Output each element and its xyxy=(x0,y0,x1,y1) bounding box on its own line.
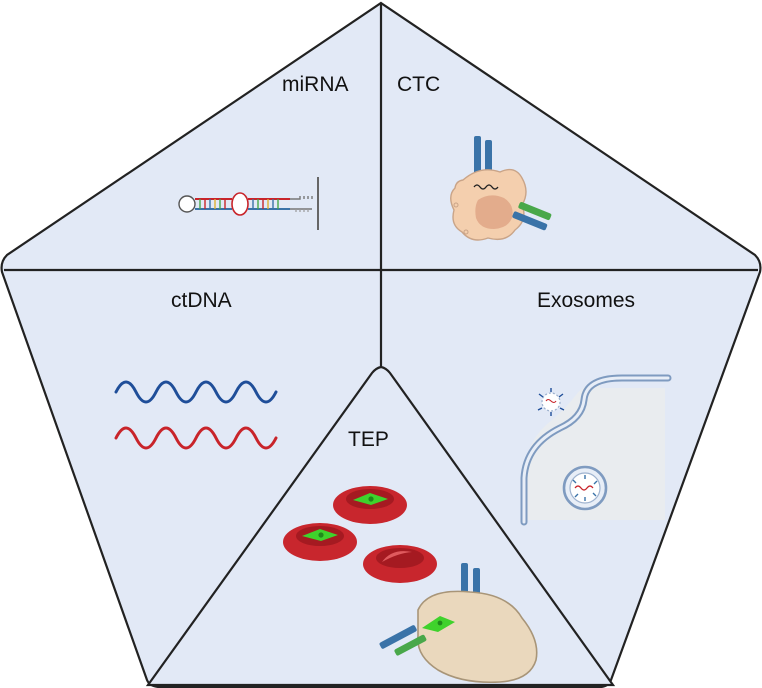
exosome-illustration xyxy=(520,374,672,526)
ctdna-strand-blue xyxy=(114,380,278,404)
label-exosomes: Exosomes xyxy=(537,289,635,312)
red-blood-cell-2 xyxy=(283,523,357,561)
label-mirna: miRNA xyxy=(282,73,349,96)
ctdna-strand-red xyxy=(114,426,278,450)
ctc-cell-icon xyxy=(450,136,552,241)
label-ctc: CTC xyxy=(397,73,440,96)
label-ctdna: ctDNA xyxy=(171,289,232,312)
label-tep: TEP xyxy=(348,428,389,451)
platelet-with-receptors xyxy=(379,563,538,684)
red-blood-cell-1 xyxy=(333,486,407,524)
mirna-hairpin-icon xyxy=(178,177,319,230)
red-blood-cell-3 xyxy=(363,545,437,583)
